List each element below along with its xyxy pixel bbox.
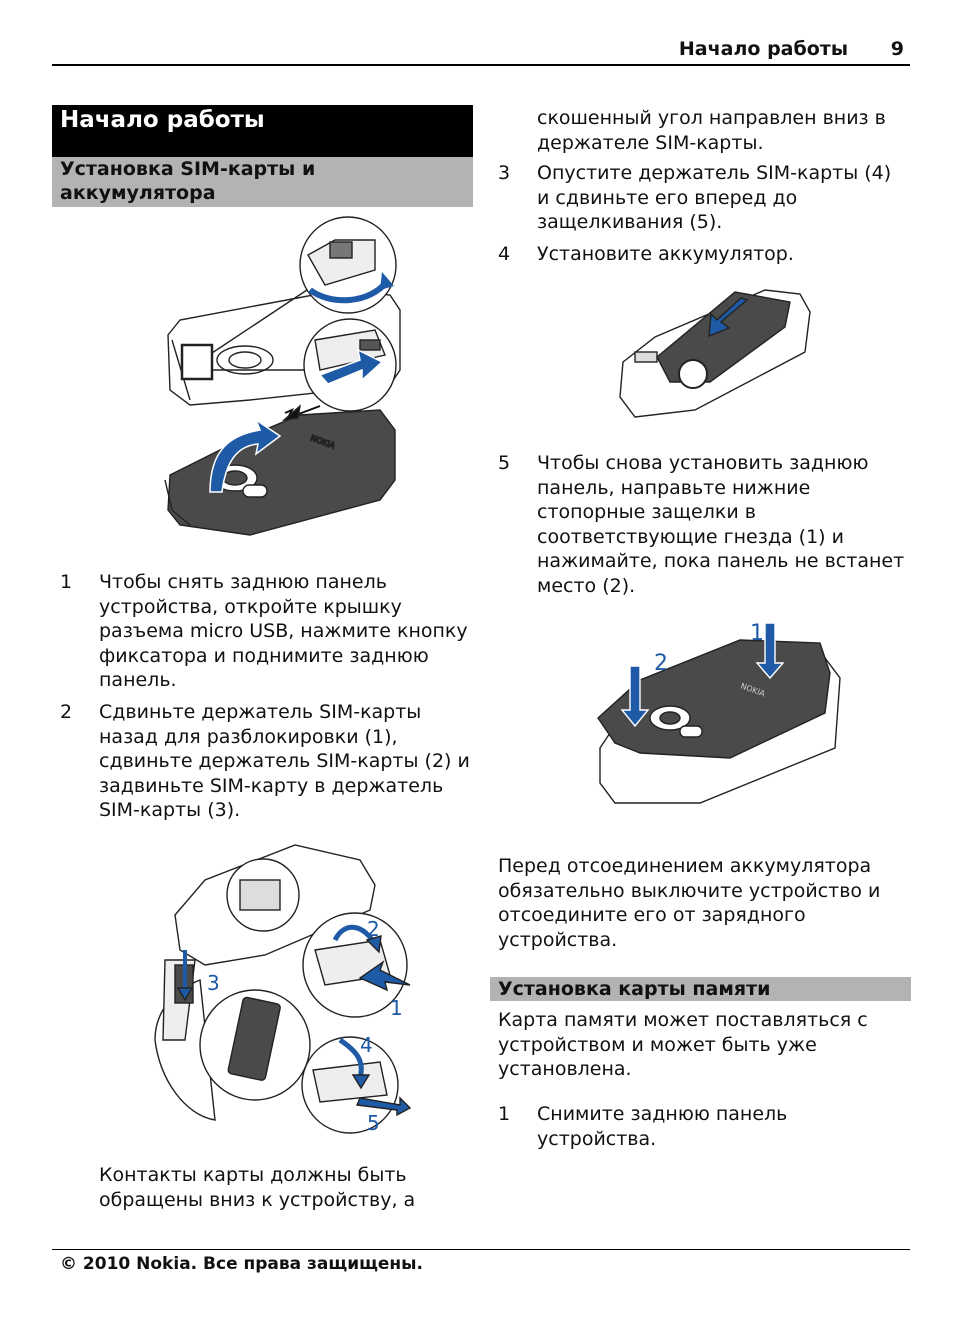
figure-replace-back-cover: NOKIA 1 2 <box>597 621 841 804</box>
running-header: Начало работы 9 <box>52 34 910 66</box>
section-title-sim-battery: Установка SIM-карты и аккумулятора <box>52 157 473 207</box>
cover-step-label-2: 2 <box>654 651 668 676</box>
sim-step-label-5: 5 <box>367 1111 380 1135</box>
step-number: 2 <box>60 701 73 723</box>
step-text: Сдвиньте держатель SIM-карты назад для р… <box>99 701 470 822</box>
chapter-title: Начало работы <box>52 105 473 157</box>
step-number: 1 <box>60 571 73 593</box>
step-text: Снимите заднюю панель устройства. <box>537 1103 788 1150</box>
sim-step-label-4: 4 <box>360 1033 373 1057</box>
sim-step-label-3: 3 <box>207 971 220 995</box>
page-number: 9 <box>890 38 904 60</box>
figure-battery-insertion <box>619 289 811 418</box>
step-number: 5 <box>498 452 511 474</box>
step-text: Установите аккумулятор. <box>537 243 794 265</box>
footer-copyright: © 2010 Nokia. Все права защищены. <box>60 1254 424 1274</box>
cover-step-label-1: 1 <box>750 621 764 646</box>
warning-text: Перед отсоединением аккумулятора обязате… <box>498 855 881 951</box>
footer-divider <box>52 1249 910 1250</box>
memory-card-intro: Карта памяти может поставляться с устрой… <box>498 1009 868 1081</box>
section-title-memory-card: Установка карты памяти <box>490 977 911 1001</box>
step-number: 3 <box>498 162 511 184</box>
step-text: Чтобы снова установить заднюю панель, на… <box>537 452 905 597</box>
running-header-title: Начало работы <box>678 38 848 60</box>
step-text: Опустите держатель SIM-карты (4) и сдвин… <box>537 162 892 234</box>
sim-contacts-note-part1: Контакты карты должны быть обращены вниз… <box>99 1164 416 1211</box>
figure-sim-insertion: 3 2 1 4 5 <box>154 844 412 1135</box>
figure-remove-back-cover: NOKIA <box>164 216 401 536</box>
sim-step-label-2: 2 <box>367 917 380 941</box>
step-number: 4 <box>498 243 511 265</box>
sim-step-label-1: 1 <box>390 996 403 1020</box>
sim-contacts-note-part2: скошенный угол направлен вниз в держател… <box>537 107 886 154</box>
step-text: Чтобы снять заднюю панель устройства, от… <box>99 571 468 692</box>
step-number: 1 <box>498 1103 511 1125</box>
